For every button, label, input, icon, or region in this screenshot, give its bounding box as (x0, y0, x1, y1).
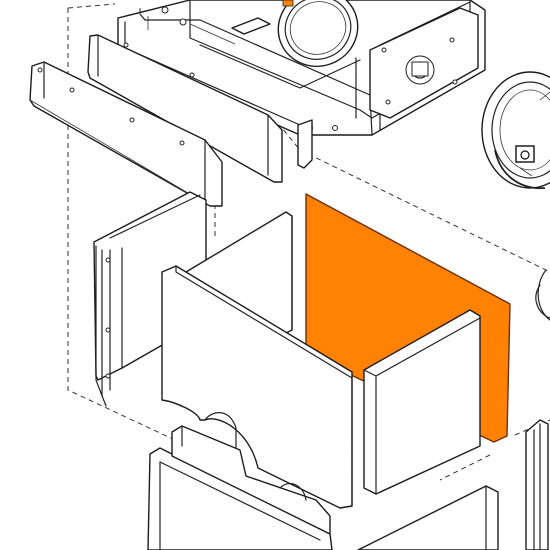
round-port (277, 0, 359, 67)
blower-motor (481, 71, 550, 321)
right-edge-rail (525, 419, 549, 550)
front-firebrick-panel (161, 265, 353, 509)
side-mount-plate (355, 7, 479, 119)
right-trim-bar (297, 119, 313, 169)
lower-trim-bar (29, 61, 223, 207)
upper-trim-bar (87, 34, 283, 183)
lower-base-frame (147, 425, 499, 550)
right-firebrick-panel (363, 309, 481, 495)
